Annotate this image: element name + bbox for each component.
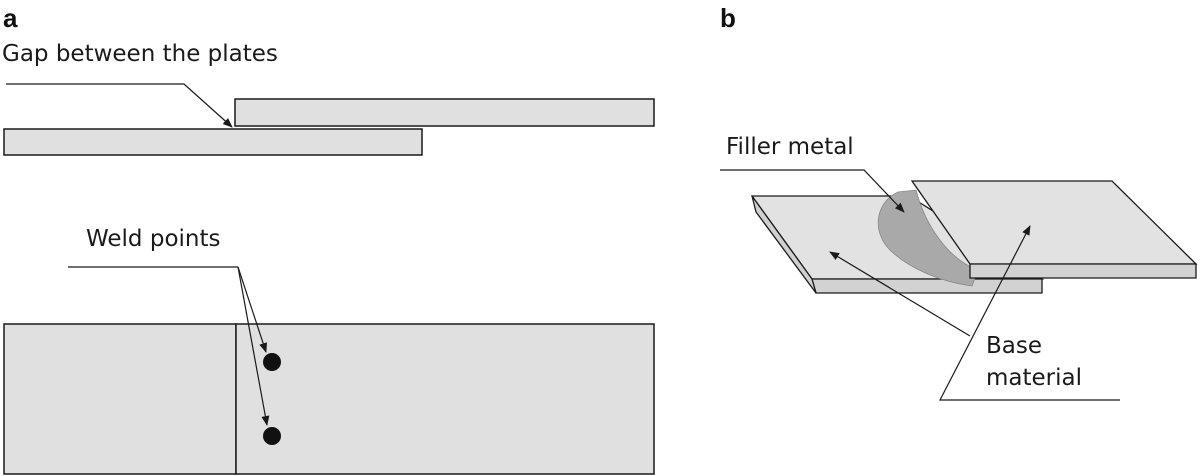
- panel-letter-b: b: [720, 3, 736, 33]
- lower-plate-side: [3, 128, 423, 156]
- weld-arrow-upper: [237, 266, 267, 353]
- lower-plate-front-edge: [811, 278, 1043, 294]
- base-label-line1: Base: [986, 333, 1043, 359]
- upper-plate-front-edge: [969, 263, 1197, 279]
- panel-a: a Gap between the plates Weld points: [2, 3, 655, 475]
- weld-arrow-lower: [237, 266, 270, 426]
- left-plate-top: [3, 323, 237, 475]
- panel-letter-a: a: [3, 3, 18, 33]
- base-leader-left: [829, 251, 971, 337]
- right-plate-top: [235, 323, 655, 475]
- weld-points-label: Weld points: [86, 226, 221, 252]
- filler-leader-line: [720, 169, 905, 213]
- panel-b: b Filler metal Base material: [680, 0, 1200, 476]
- lower-plate-side-edge: [751, 195, 817, 294]
- gap-leader-line: [6, 83, 233, 128]
- filler-metal-bead: [877, 189, 979, 287]
- base-label-line2: material: [986, 365, 1082, 391]
- welded-joint-3d-drawing: [720, 169, 1198, 401]
- weld-point-upper: [263, 353, 281, 371]
- filler-metal-label: Filler metal: [726, 134, 854, 160]
- base-leader-right: [939, 225, 1120, 401]
- gap-label: Gap between the plates: [2, 41, 278, 67]
- weld-point-lower: [263, 427, 281, 445]
- upper-plate-side: [234, 98, 655, 127]
- lap-joint-drawing: [3, 83, 655, 475]
